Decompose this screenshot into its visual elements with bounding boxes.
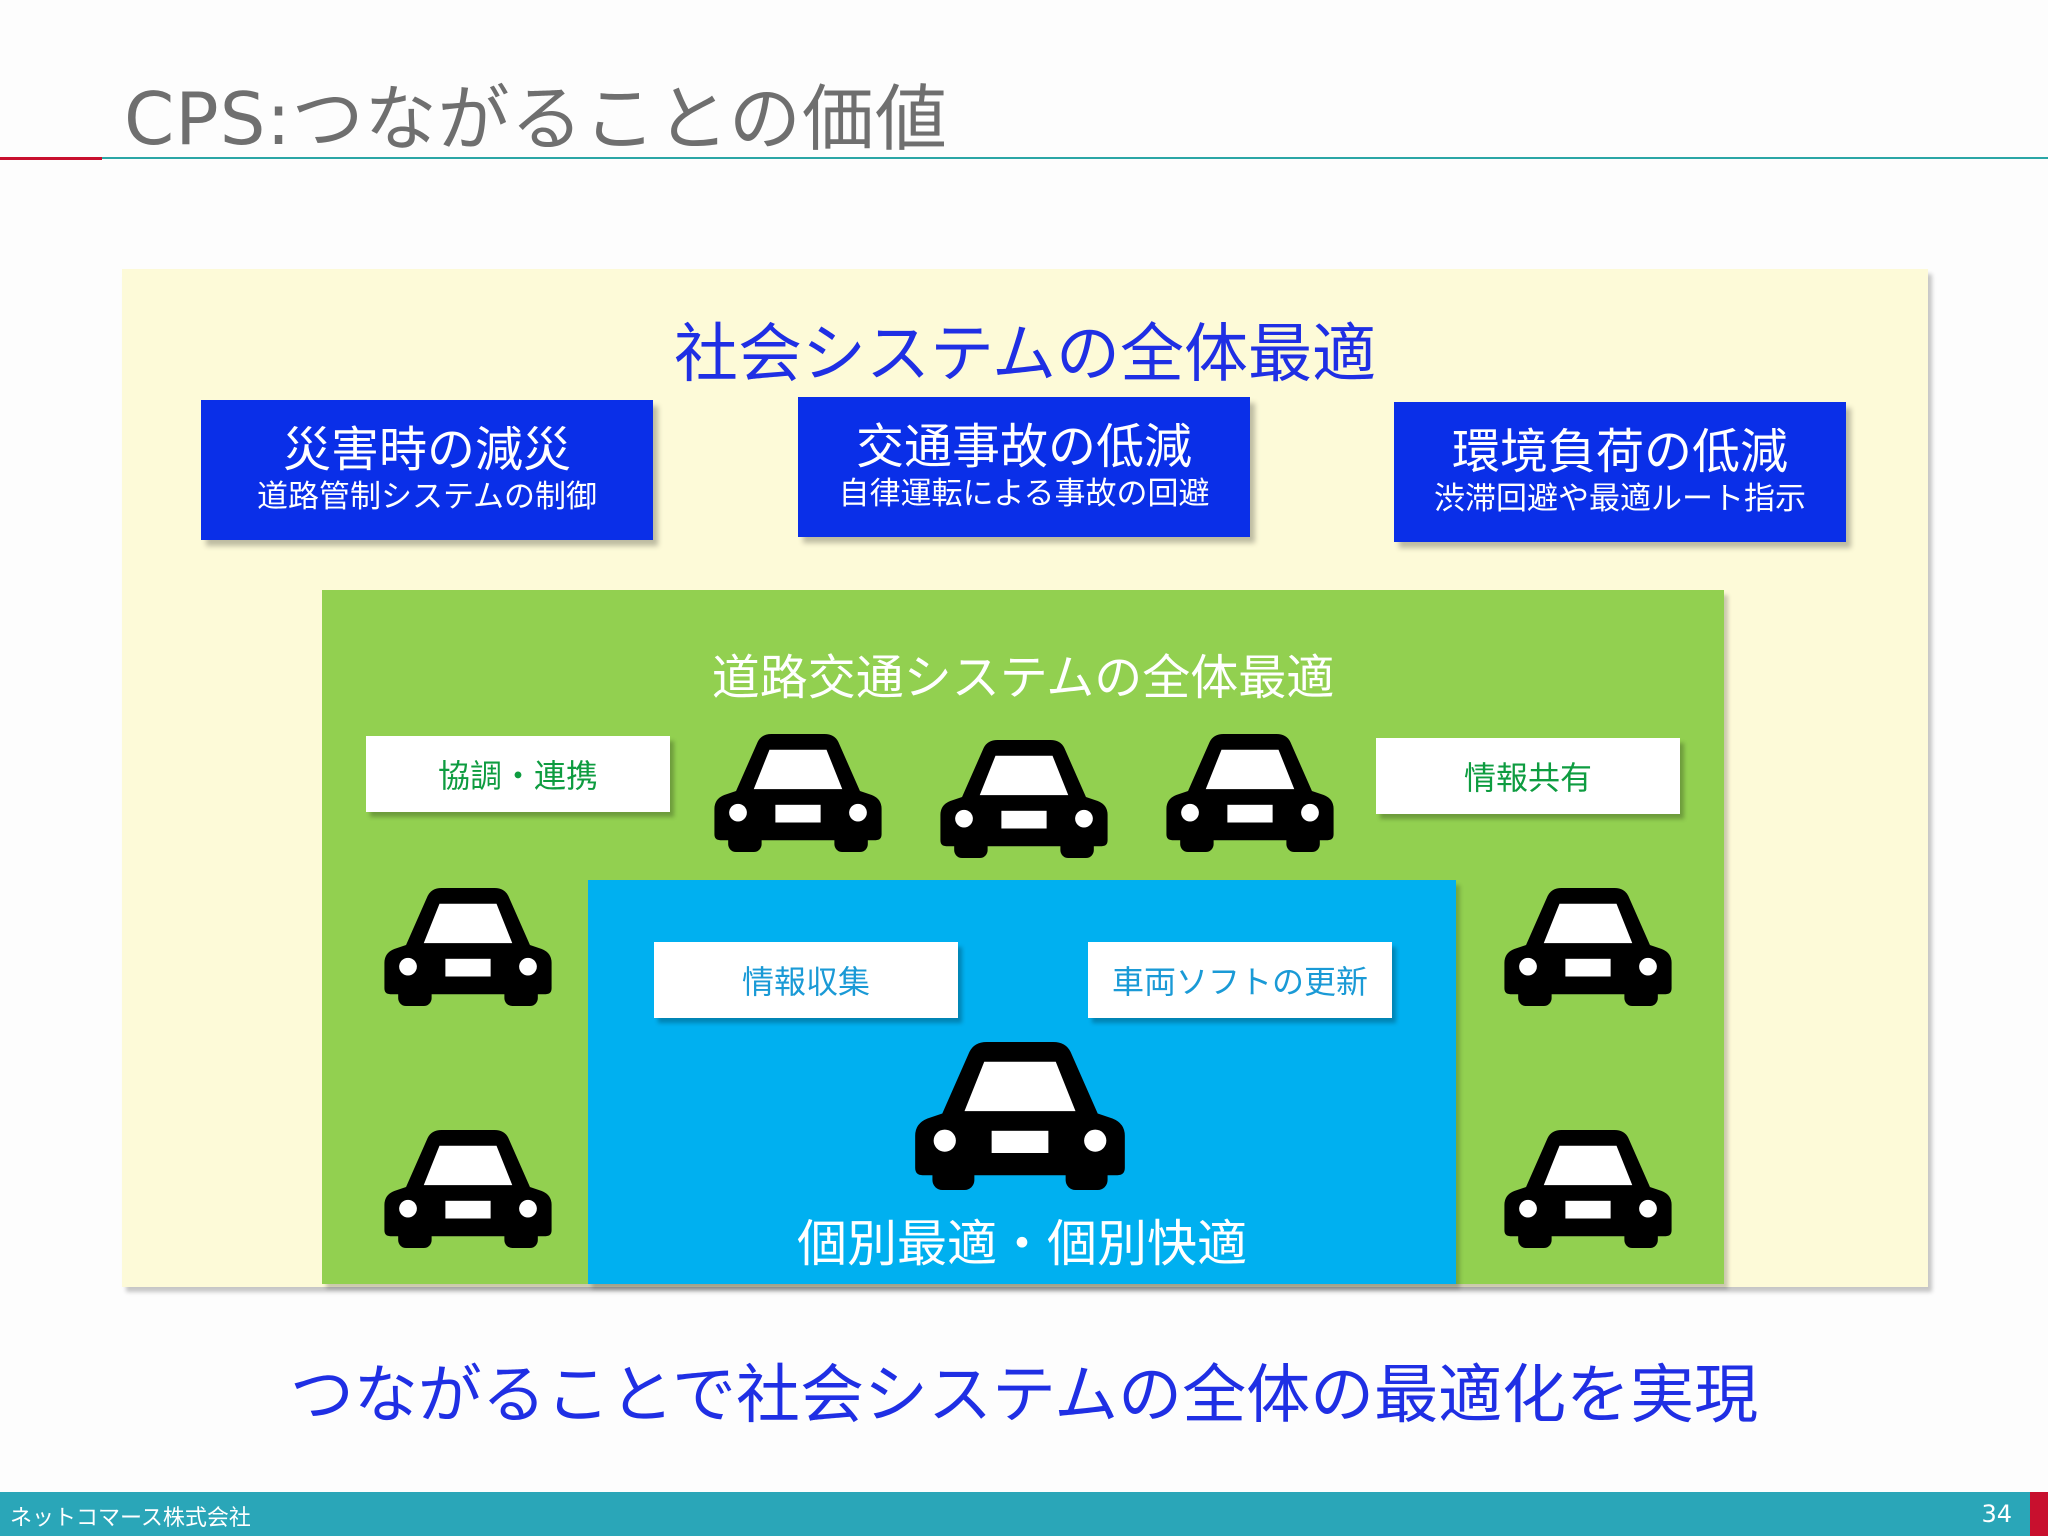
- footer-accent: [2030, 1492, 2048, 1536]
- goal-subtitle: 渋滞回避や最適ルート指示: [1434, 481, 1806, 517]
- page-number: 34: [1981, 1500, 2012, 1528]
- goal-title: 災害時の減災: [282, 422, 571, 478]
- goal-subtitle: 自律運転による事故の回避: [838, 476, 1210, 512]
- goal-title: 交通事故の低減: [855, 419, 1192, 475]
- car-icon: [914, 1042, 1126, 1190]
- goal-environment-load-reduction: 環境負荷の低減 渋滞回避や最適ルート指示: [1394, 402, 1846, 542]
- goal-subtitle: 道路管制システムの制御: [256, 479, 598, 515]
- road-traffic-panel: 道路交通システムの全体最適 協調・連携 情報共有 情報収集 車両ソフトの更新 個…: [322, 590, 1724, 1284]
- car-icon: [1504, 888, 1672, 1006]
- goal-title: 環境負荷の低減: [1451, 424, 1788, 480]
- title-rule-accent: [0, 157, 102, 160]
- tag-information-sharing: 情報共有: [1376, 738, 1680, 814]
- tag-information-collection: 情報収集: [654, 942, 958, 1018]
- slide-slogan: つながることで社会システムの全体の最適化を実現: [289, 1359, 1759, 1433]
- car-icon: [384, 1130, 552, 1248]
- individual-vehicle-panel: 情報収集 車両ソフトの更新 個別最適・個別快適: [588, 880, 1456, 1284]
- society-system-title: 社会システムの全体最適: [673, 318, 1377, 392]
- car-icon: [714, 734, 882, 852]
- car-icon: [1504, 1130, 1672, 1248]
- road-traffic-title: 道路交通システムの全体最適: [711, 650, 1335, 706]
- car-icon: [940, 740, 1108, 858]
- footer-bar: ネットコマース株式会社 34: [0, 1492, 2030, 1536]
- tag-cooperation: 協調・連携: [366, 736, 670, 812]
- goal-disaster-mitigation: 災害時の減災 道路管制システムの制御: [201, 400, 653, 540]
- tag-vehicle-software-update: 車両ソフトの更新: [1088, 942, 1392, 1018]
- individual-optimization-title: 個別最適・個別快適: [797, 1215, 1247, 1273]
- slide-title: CPS:つながることの価値: [124, 77, 948, 161]
- car-icon: [1166, 734, 1334, 852]
- company-name: ネットコマース株式会社: [10, 1506, 251, 1531]
- car-icon: [384, 888, 552, 1006]
- title-rule: [102, 157, 2048, 159]
- goal-accident-reduction: 交通事故の低減 自律運転による事故の回避: [798, 397, 1250, 537]
